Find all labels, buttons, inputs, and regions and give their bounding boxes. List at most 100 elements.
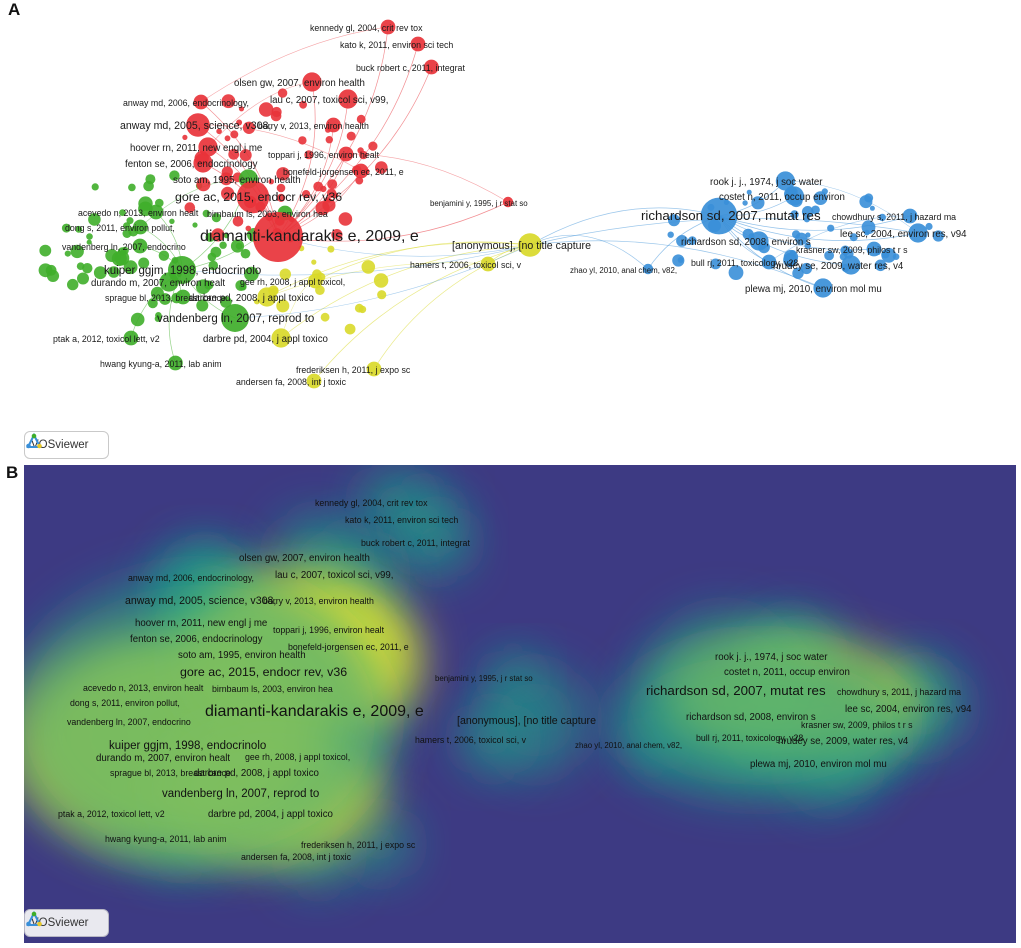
publication-node — [783, 253, 798, 268]
publication-node — [325, 136, 333, 144]
density-label: [anonymous], [no title capture — [457, 715, 596, 727]
density-label: bull rj, 2011, toxicology, v28 — [696, 733, 803, 743]
publication-node — [308, 273, 323, 289]
publication-node — [784, 186, 805, 206]
node-label: andersen fa, 2008, int j toxic — [236, 377, 347, 387]
node-label: hrudey se, 2009, water res, v4 — [773, 261, 904, 272]
node-label: anway md, 2005, science, v308, — [120, 120, 271, 132]
publication-node — [357, 147, 364, 154]
density-label: buck robert c, 2011, integrat — [361, 538, 470, 548]
publication-node — [61, 223, 71, 233]
publication-node — [746, 189, 752, 195]
publication-node — [518, 233, 542, 257]
publication-node — [258, 102, 274, 117]
density-label: durando m, 2007, environ healt — [96, 753, 230, 764]
publication-node — [159, 272, 179, 292]
citation-link — [181, 244, 531, 276]
node-label: benjamini y, 1995, j r stat so — [430, 199, 528, 208]
node-label: acevedo n, 2013, environ healt — [78, 208, 199, 218]
density-label: diamanti-kandarakis e, 2009, e — [205, 703, 424, 720]
publication-node — [228, 148, 240, 160]
density-label: darbre pd, 2008, j appl toxico — [194, 768, 319, 779]
publication-node — [193, 153, 213, 173]
citation-link — [207, 81, 313, 148]
publication-node — [480, 256, 496, 272]
publication-node — [70, 244, 84, 259]
publication-node — [220, 296, 232, 308]
publication-node — [792, 230, 801, 239]
publication-node — [77, 272, 89, 285]
node-label: anway md, 2006, endocrinology, — [123, 98, 249, 108]
node-label: dong s, 2011, environ pollut, — [65, 223, 175, 233]
publication-node — [502, 196, 514, 208]
publication-node — [368, 141, 378, 151]
vosviewer-badge-b: VOSviewer — [24, 909, 109, 937]
publication-node — [353, 163, 369, 179]
node-label: kuiper ggjm, 1998, endocrinolo — [104, 265, 261, 277]
publication-node — [277, 88, 288, 98]
node-label: hoover rn, 2011, new engl j me — [130, 143, 262, 154]
publication-node — [801, 206, 814, 218]
publication-node — [642, 263, 654, 275]
citation-link — [266, 262, 489, 298]
density-label: kennedy gl, 2004, crit rev tox — [315, 498, 428, 508]
citation-link — [718, 215, 911, 231]
publication-node — [710, 258, 721, 270]
node-label: barry v, 2013, environ health — [258, 121, 369, 131]
publication-node — [789, 250, 797, 257]
node-label: diamanti-kandarakis e, 2009, e — [200, 228, 419, 245]
density-label: richardson sd, 2008, environ s — [686, 712, 816, 723]
density-label: acevedo n, 2013, environ healt — [83, 683, 204, 693]
publication-node — [320, 312, 330, 322]
publication-node — [244, 266, 259, 282]
publication-node — [221, 94, 236, 109]
publication-node — [93, 266, 107, 280]
publication-node — [211, 228, 225, 242]
publication-node — [86, 233, 93, 240]
node-label: kato k, 2011, environ sci tech — [340, 40, 453, 50]
publication-node — [236, 119, 243, 126]
density-label: fenton se, 2006, endocrinology — [130, 634, 263, 645]
density-label: hrudey se, 2009, water res, v4 — [778, 736, 909, 747]
publication-node — [276, 167, 290, 181]
publication-node — [902, 208, 918, 224]
citation-link — [280, 244, 531, 339]
publication-node — [700, 197, 738, 235]
density-label: soto am, 1995, environ health — [178, 650, 306, 661]
node-label: lee sc, 2004, environ res, v94 — [840, 229, 967, 240]
density-label: benjamini y, 1995, j r stat so — [435, 674, 533, 683]
publication-node — [221, 304, 249, 332]
publication-node — [219, 172, 233, 186]
publication-node — [202, 209, 210, 218]
node-label: toppari j, 1996, environ healt — [268, 150, 380, 160]
node-label: plewa mj, 2010, environ mol mu — [745, 284, 882, 295]
density-label: vandenberg ln, 2007, endocrino — [67, 717, 191, 727]
publication-node — [306, 373, 322, 389]
publication-node — [338, 89, 358, 109]
publication-node — [119, 209, 126, 217]
citation-link — [529, 240, 824, 289]
publication-node — [869, 205, 875, 211]
node-label: vandenberg ln, 2007, endocrino — [62, 242, 186, 252]
vosviewer-label-a: VOSviewer — [31, 439, 89, 451]
density-label: plewa mj, 2010, environ mol mu — [750, 759, 887, 770]
publication-node — [338, 146, 354, 162]
density-label: anway md, 2006, endocrinology, — [128, 573, 254, 583]
publication-node — [358, 305, 367, 314]
density-label: chowdhury s, 2011, j hazard ma — [837, 687, 961, 697]
publication-node — [268, 178, 275, 185]
citation-link — [277, 201, 509, 242]
node-label: zhao yl, 2010, anal chem, v82, — [570, 266, 677, 275]
publication-node — [326, 117, 341, 133]
node-label: bull rj, 2011, toxicology, v28 — [691, 258, 798, 268]
citation-link — [277, 26, 389, 238]
publication-node — [667, 231, 674, 238]
node-label: sprague bl, 2013, breast cance — [105, 293, 226, 303]
publication-node — [88, 213, 101, 226]
publication-node — [75, 225, 83, 233]
publication-node — [356, 114, 366, 124]
publication-node — [749, 231, 769, 251]
publication-node — [123, 330, 139, 346]
publication-node — [193, 94, 209, 110]
